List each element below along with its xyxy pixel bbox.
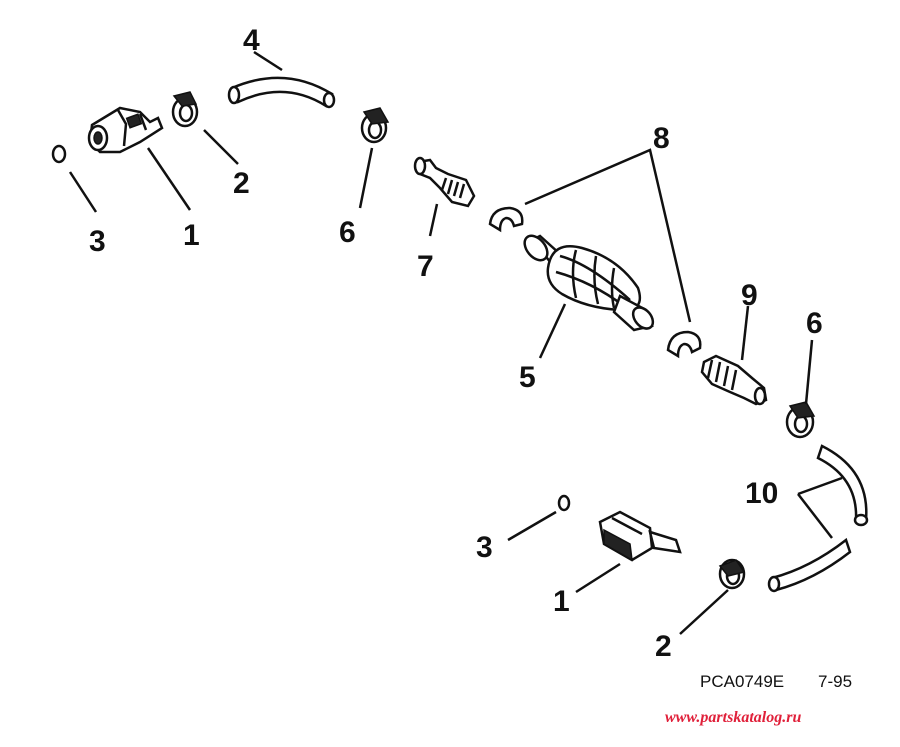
- figure-date: 7-95: [818, 672, 852, 691]
- callout-1-bottom: 1: [553, 585, 570, 618]
- clamp-top: [171, 91, 199, 128]
- callout-10: 10: [745, 477, 778, 510]
- callout-2-bottom: 2: [655, 630, 672, 663]
- clip-upper: [488, 206, 524, 233]
- callout-7: 7: [417, 250, 434, 283]
- clamp-six-right: [785, 401, 816, 439]
- callout-9: 9: [741, 279, 758, 312]
- callout-3-top: 3: [89, 225, 106, 258]
- callout-2-top: 2: [233, 167, 250, 200]
- o-ring-bottom: [557, 494, 571, 512]
- clip-lower: [666, 330, 702, 359]
- primer-bulb: [523, 234, 655, 332]
- callout-1-top: 1: [183, 219, 200, 252]
- callout-6-top: 6: [339, 216, 356, 249]
- connector-top: [87, 106, 164, 154]
- figure-code: PCA0749E: [700, 672, 784, 691]
- watermark-link[interactable]: www.partskatalog.ru: [665, 709, 801, 726]
- hose-fitting-top: [413, 156, 476, 208]
- leader-lines: [68, 50, 843, 635]
- clamp-six-top: [360, 107, 390, 144]
- callout-4: 4: [243, 24, 260, 57]
- hose-right: [767, 444, 869, 593]
- callout-3-bottom: 3: [476, 531, 493, 564]
- hose-top: [227, 76, 336, 109]
- hose-fitting-right: [700, 354, 768, 406]
- connector-bottom: [598, 510, 682, 562]
- clamp-bottom: [718, 558, 746, 590]
- o-ring-top: [51, 144, 67, 164]
- callout-5: 5: [519, 361, 536, 394]
- callout-8: 8: [653, 122, 670, 155]
- callout-6-right: 6: [806, 307, 823, 340]
